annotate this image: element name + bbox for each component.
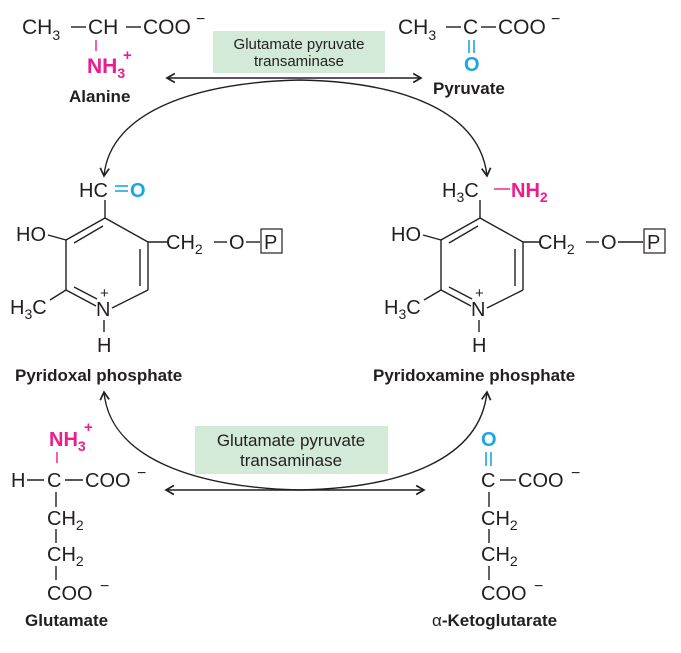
- enzyme-top-line2: transaminase: [254, 53, 344, 70]
- alanine-charge: −: [196, 11, 205, 28]
- alanine-label: Alanine: [69, 87, 130, 106]
- pyridoxal-nh: H: [97, 335, 111, 357]
- pyridoxamine-phosphate-structure: H3C NH2 HO CH2 O P H3C N + H Pyridoxamin…: [373, 180, 666, 385]
- arc-top: [99, 79, 492, 178]
- enzyme-bottom-line1: Glutamate pyruvate: [217, 431, 365, 450]
- pyridoxal-ho: HO: [16, 224, 46, 246]
- pyridoxal-n: N: [96, 299, 110, 321]
- glutamate-ch2-a: CH2: [47, 508, 84, 533]
- ring-bond: [479, 217, 524, 243]
- alanine-plus: +: [123, 47, 132, 64]
- ketoglutarate-oxygen: O: [481, 429, 497, 451]
- ketoglutarate-label: α-Ketoglutarate: [432, 611, 557, 630]
- ring-bond: [448, 286, 473, 300]
- ketoglutarate-coo: COO: [518, 470, 564, 492]
- glutamate-ch2-b: CH2: [47, 544, 84, 569]
- ketoglutarate-ch2-a: CH2: [481, 508, 518, 533]
- ring-bond: [448, 225, 479, 244]
- alanine-structure: CH3 CH COO − NH3 + Alanine: [22, 11, 205, 106]
- bond: [422, 234, 442, 241]
- glutamate-h: H: [11, 470, 25, 492]
- alanine-ch3: CH3: [22, 16, 60, 43]
- ring-bond: [73, 286, 98, 300]
- phosphate-box: [260, 228, 283, 254]
- pyridoxamine-h3c-ring: H3C: [384, 297, 421, 322]
- bond: [423, 289, 442, 301]
- pyruvate-c: C: [463, 16, 478, 39]
- alanine-nh3: NH3: [87, 55, 125, 81]
- glutamate-structure: NH3 + H C COO − CH2 CH2 COO − Glutamate: [11, 419, 146, 630]
- pyridoxamine-phosphate-p: P: [647, 232, 660, 254]
- enzyme-box-bottom: [195, 426, 388, 474]
- pyridoxamine-o: O: [601, 232, 617, 254]
- pyruvate-charge: −: [551, 11, 560, 28]
- glutamate-terminal-coo: COO: [47, 583, 93, 605]
- pyridoxamine-ho: HO: [391, 224, 421, 246]
- ring-bond: [73, 225, 104, 244]
- enzyme-bottom-line2: transaminase: [240, 451, 342, 470]
- alanine-coo: COO: [143, 16, 191, 39]
- glutamate-plus: +: [84, 419, 93, 436]
- ring-bond: [104, 217, 149, 243]
- pyridoxal-n-charge: +: [100, 285, 109, 302]
- bond: [49, 289, 67, 301]
- pyridoxal-phosphate-structure: HC O HO CH2 O P H3C N + H Pyridoxal phos…: [10, 180, 283, 385]
- pyridoxamine-nh2: NH2: [511, 180, 548, 205]
- pyridoxamine-ch2: CH2: [538, 232, 575, 257]
- pyridoxal-oxygen: O: [130, 180, 146, 202]
- ring-bond: [111, 289, 149, 309]
- pyruvate-label: Pyruvate: [433, 79, 505, 98]
- ring-bond: [440, 217, 481, 241]
- glutamate-coo: COO: [85, 470, 131, 492]
- pyridoxamine-nh: H: [472, 335, 486, 357]
- pyridoxamine-h3c: H3C: [442, 180, 479, 205]
- phosphate-box: [643, 228, 666, 254]
- ketoglutarate-ch2-b: CH2: [481, 544, 518, 569]
- glutamate-alpha-c: C: [47, 470, 61, 492]
- pyridoxal-label: Pyridoxal phosphate: [15, 366, 182, 385]
- ketoglutarate-alpha-c: C: [481, 470, 495, 492]
- ketoglutarate-structure: O C COO − CH2 CH2 COO − α-Ketoglutarate: [432, 429, 580, 630]
- glutamate-nh3: NH3: [49, 429, 86, 454]
- ketoglutarate-terminal-coo: COO: [481, 583, 527, 605]
- enzyme-top-line1: Glutamate pyruvate: [234, 36, 365, 53]
- pyruvate-coo: COO: [498, 16, 546, 39]
- pyruvate-oxygen: O: [464, 54, 480, 76]
- glutamate-label: Glutamate: [25, 611, 108, 630]
- alanine-ch: CH: [88, 16, 118, 39]
- ketoglutarate-terminal-charge: −: [534, 578, 543, 595]
- ring-bond: [65, 289, 97, 307]
- ring-bond: [440, 289, 472, 307]
- pyridoxal-hc: HC: [79, 180, 108, 202]
- pyruvate-ch3: CH3: [398, 16, 436, 43]
- pyridoxamine-n: N: [471, 299, 485, 321]
- pyridoxamine-n-charge: +: [475, 285, 484, 302]
- pyridoxamine-label: Pyridoxamine phosphate: [373, 366, 575, 385]
- pyridoxal-o: O: [229, 232, 245, 254]
- pyridoxal-h3c: H3C: [10, 297, 47, 322]
- pyridoxal-ch2: CH2: [166, 232, 203, 257]
- ketoglutarate-charge: −: [571, 465, 580, 482]
- glutamate-charge: −: [137, 465, 146, 482]
- ring-bond: [65, 217, 106, 241]
- enzyme-box-top: [213, 31, 385, 73]
- ring-bond: [486, 289, 524, 309]
- glutamate-terminal-charge: −: [100, 578, 109, 595]
- bond: [47, 234, 67, 241]
- pyridoxal-phosphate-p: P: [264, 232, 277, 254]
- pyruvate-structure: CH3 C COO − O Pyruvate: [398, 11, 560, 98]
